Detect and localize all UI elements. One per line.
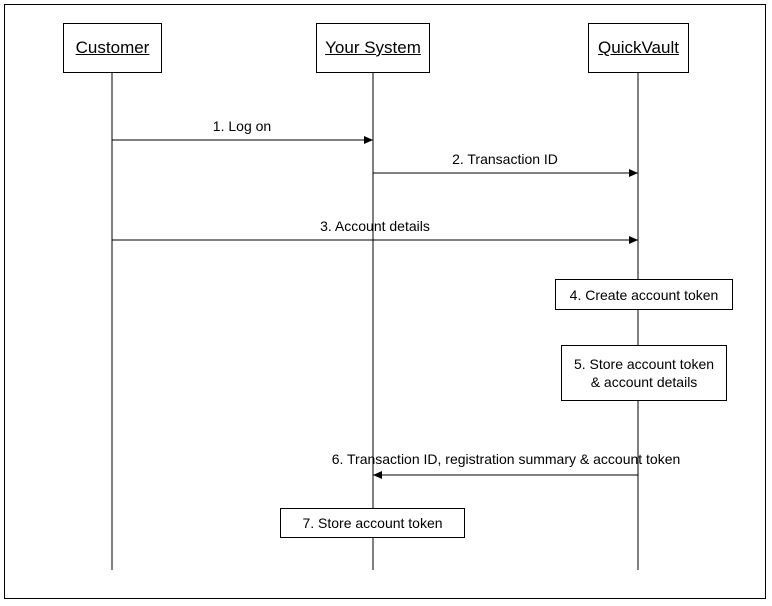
note-store-account-token-system: 7. Store account token xyxy=(280,508,465,538)
actor-customer-label: Customer xyxy=(75,38,150,57)
message-account-details: 3. Account details xyxy=(320,218,430,234)
note-create-account-token: 4. Create account token xyxy=(555,279,733,310)
note-store-line2: & account details xyxy=(590,374,698,390)
message-transaction-id: 2. Transaction ID xyxy=(452,151,558,167)
note-store-account-token-vault: 5. Store account token & account details xyxy=(561,345,727,401)
actor-your-system: Your System xyxy=(316,23,430,73)
note-store-account-token-system-text: 7. Store account token xyxy=(302,515,443,531)
message-registration-summary: 6. Transaction ID, registration summary … xyxy=(331,451,681,467)
note-create-account-token-text: 4. Create account token xyxy=(569,286,719,303)
note-store-line1: 5. Store account token xyxy=(573,356,715,372)
actor-system-label: Your System xyxy=(325,38,421,57)
actor-quickvault: QuickVault xyxy=(588,23,689,73)
diagram-frame xyxy=(4,4,766,599)
actor-vault-label: QuickVault xyxy=(598,38,679,57)
message-log-on: 1. Log on xyxy=(212,118,272,134)
actor-customer: Customer xyxy=(63,23,162,73)
